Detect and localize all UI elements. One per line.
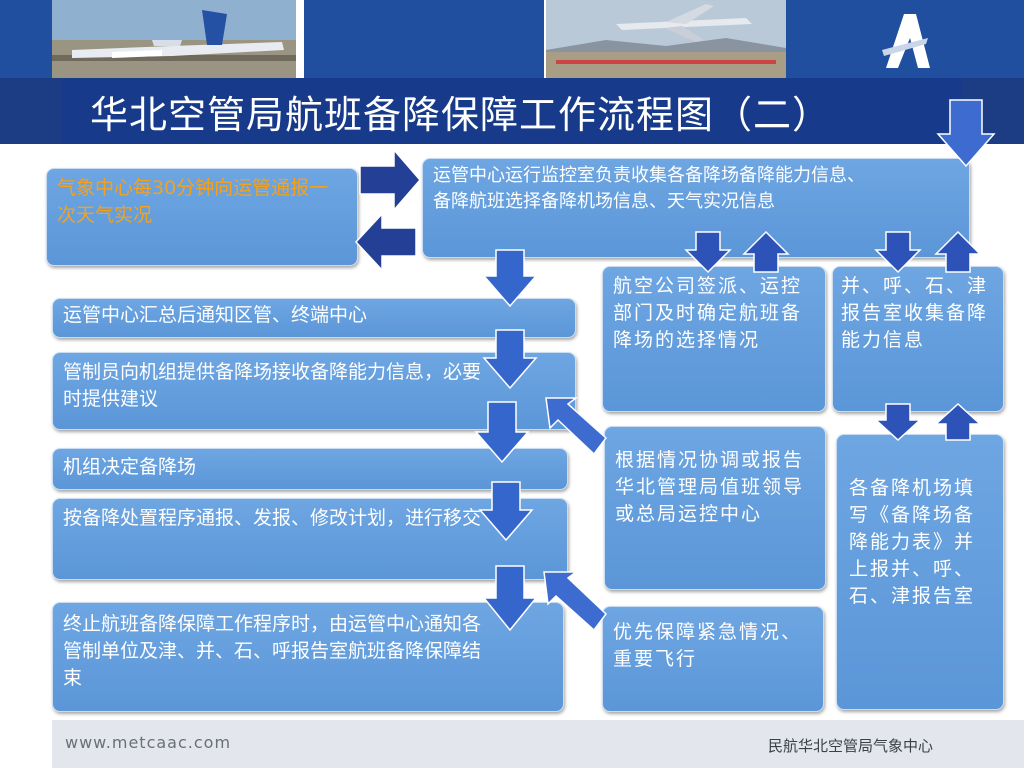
weather-text: 气象中心每30分钟向运管通报一次天气实况: [57, 177, 329, 226]
airports-box: 各备降机场填写《备降场备降能力表》并上报并、呼、石、津报告室: [836, 434, 1004, 710]
coordinate-box: 根据情况协调或报告华北管理局值班领导或总局运控中心: [604, 426, 826, 590]
airport-photo-left: [52, 0, 296, 78]
weather-box: 气象中心每30分钟向运管通报一次天气实况: [46, 168, 358, 266]
controller-text: 管制员向机组提供备降场接收备降能力信息，必要时提供建议: [63, 361, 482, 410]
footer-bar: [52, 720, 1024, 768]
page-title: 华北空管局航班备降保障工作流程图（二）: [90, 93, 832, 137]
arrow-down-airline-icon: [684, 231, 732, 274]
footer-url: www.metcaac.com: [65, 733, 232, 752]
arrow-up-report-icon: [934, 230, 982, 273]
arrow-down-4-icon: [478, 481, 534, 542]
coordinate-text: 根据情况协调或报告华北管理局值班领导或总局运控中心: [615, 449, 805, 525]
airports-text: 各备降机场填写《备降场备降能力表》并上报并、呼、石、津报告室: [849, 477, 976, 607]
airport-photo-right: [546, 0, 786, 78]
arrow-down-2-icon: [482, 329, 538, 390]
arrow-down-3-icon: [474, 401, 530, 464]
priority-text: 优先保障紧急情况、重要飞行: [613, 621, 803, 670]
terminate-text: 终止航班备降保障工作程序时，由运管中心通知各管制单位及津、并、石、呼报告室航班备…: [63, 613, 482, 689]
airline-text: 航空公司签派、运控部门及时确定航班备降场的选择情况: [613, 275, 803, 351]
arrow-right-icon: [359, 147, 421, 213]
crew-text: 机组决定备降场: [63, 456, 197, 478]
report-room-box: 并、呼、石、津报告室收集备降能力信息: [832, 266, 1004, 412]
footer-org: 民航华北空管局气象中心: [768, 737, 934, 755]
arrow-diagonal-lower-icon: [543, 571, 608, 632]
notify-text: 运管中心汇总后通知区管、终端中心: [63, 304, 368, 326]
arrow-up-airline-icon: [742, 230, 790, 273]
logo: A: [872, 8, 936, 72]
priority-box: 优先保障紧急情况、重要飞行: [602, 606, 824, 712]
arrow-down-5-icon: [482, 565, 538, 632]
arrow-down-title-icon: [936, 99, 996, 168]
monitor-text: 运管中心运行监控室负责收集各备降场备降能力信息、备降航班选择备降机场信息、天气实…: [433, 165, 865, 212]
notify-box: 运管中心汇总后通知区管、终端中心: [52, 298, 576, 338]
arrow-down-airports-icon: [874, 403, 922, 442]
airline-box: 航空公司签派、运控部门及时确定航班备降场的选择情况: [602, 266, 826, 412]
procedure-text: 按备降处置程序通报、发报、修改计划，进行移交: [63, 507, 482, 529]
terminate-box: 终止航班备降保障工作程序时，由运管中心通知各管制单位及津、并、石、呼报告室航班备…: [52, 602, 564, 712]
report-room-text: 并、呼、石、津报告室收集备降能力信息: [841, 275, 989, 351]
header-block-center: [304, 0, 544, 78]
arrow-up-airports-icon: [934, 402, 982, 441]
arrow-left-icon: [354, 212, 417, 272]
arrow-diagonal-upper-icon: [545, 397, 608, 456]
arrow-down-report-icon: [874, 231, 922, 274]
header-block-mid-left: [296, 0, 304, 78]
title-bar-inner: [62, 78, 962, 144]
header-block-left: [0, 0, 52, 78]
arrow-down-1-icon: [482, 249, 538, 308]
crew-box: 机组决定备降场: [52, 448, 568, 490]
